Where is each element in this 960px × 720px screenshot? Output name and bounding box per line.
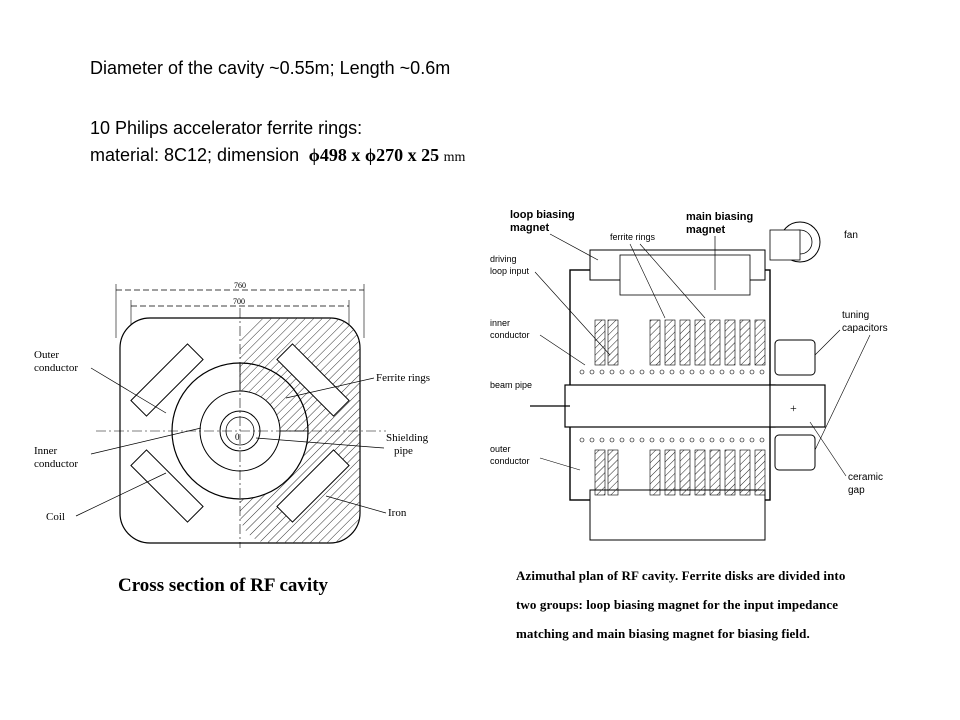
label-outer-conductor-2: conductor (34, 362, 78, 374)
cross-section-drawing: 760 700 0 Outer conductor Inner conducto… (16, 268, 464, 553)
cavity-diameter-text: Diameter of the cavity ~0.55m; Length ~0… (90, 58, 451, 78)
biasing-coil-dots (579, 369, 765, 443)
label-inner-1: inner (490, 318, 510, 328)
beam-pipe (564, 384, 776, 428)
label-inner-conductor-1: Inner (34, 445, 58, 457)
label-ceramic-2: gap (848, 485, 865, 496)
label-loop-biasing-1: loop biasing (510, 209, 575, 221)
ferrite-rings-text: 10 Philips accelerator ferrite rings: (90, 118, 363, 138)
label-beam-pipe: beam pipe (490, 380, 532, 390)
azimuthal-caption-line2: two groups: loop biasing magnet for the … (516, 597, 839, 612)
label-ferrite-rings: ferrite rings (610, 232, 656, 242)
label-inner-conductor-2: conductor (34, 458, 78, 470)
azimuthal-plan-figure: + loop biasing magnet ferrite rings main… (470, 190, 904, 558)
cross-section-caption-box: Cross section of RF cavity (108, 566, 360, 604)
label-tuning-2: capacitors (842, 323, 888, 334)
ceramic-gap-block (769, 384, 826, 428)
coil-shapes (130, 343, 350, 523)
label-main-biasing-1: main biasing (686, 211, 753, 223)
material-line: material: 8C12; dimension ϕ498 x ϕ270 x … (90, 145, 465, 166)
label-coil: Coil (46, 511, 65, 523)
dimension-value: ϕ498 x ϕ270 x 25 mm (308, 145, 466, 165)
dim-760: 760 (234, 281, 246, 290)
label-shielding-2: pipe (394, 445, 413, 457)
label-driving-2: loop input (490, 266, 530, 276)
label-loop-biasing-2: magnet (510, 222, 549, 234)
label-iron: Iron (388, 507, 407, 519)
azimuthal-caption-line1: Azimuthal plan of RF cavity. Ferrite dis… (516, 568, 846, 583)
center-label: 0 (235, 432, 240, 442)
cross-section-caption: Cross section of RF cavity (118, 575, 329, 596)
label-fan: fan (844, 230, 858, 241)
label-outer-1: outer (490, 444, 511, 454)
label-outer-conductor-1: Outer (34, 349, 59, 361)
tuning-capacitor-upper (774, 339, 816, 376)
azimuthal-caption-line3: matching and main biasing magnet for bia… (516, 626, 810, 641)
ferrite-stack-upper (594, 319, 766, 366)
label-outer-2: conductor (490, 456, 530, 466)
dimension-unit: mm (443, 150, 466, 165)
label-inner-2: conductor (490, 330, 530, 340)
tuning-capacitor-lower (774, 434, 816, 471)
material-text: material: 8C12; dimension (90, 145, 300, 165)
label-ceramic-1: ceramic (848, 472, 883, 483)
ferrite-stack-lower (594, 449, 766, 496)
label-shielding-1: Shielding (386, 432, 429, 444)
label-ferrite-rings: Ferrite rings (376, 372, 430, 384)
dim-700: 700 (233, 297, 245, 306)
svg-text:+: + (790, 401, 797, 415)
cross-section-figure: 760 700 0 Outer conductor Inner conducto… (16, 268, 464, 553)
azimuthal-plan-drawing: + loop biasing magnet ferrite rings main… (470, 190, 904, 558)
label-tuning-1: tuning (842, 310, 869, 321)
azimuthal-caption-box: Azimuthal plan of RF cavity. Ferrite dis… (512, 560, 928, 660)
label-driving-1: driving (490, 254, 517, 264)
label-main-biasing-2: magnet (686, 224, 725, 236)
